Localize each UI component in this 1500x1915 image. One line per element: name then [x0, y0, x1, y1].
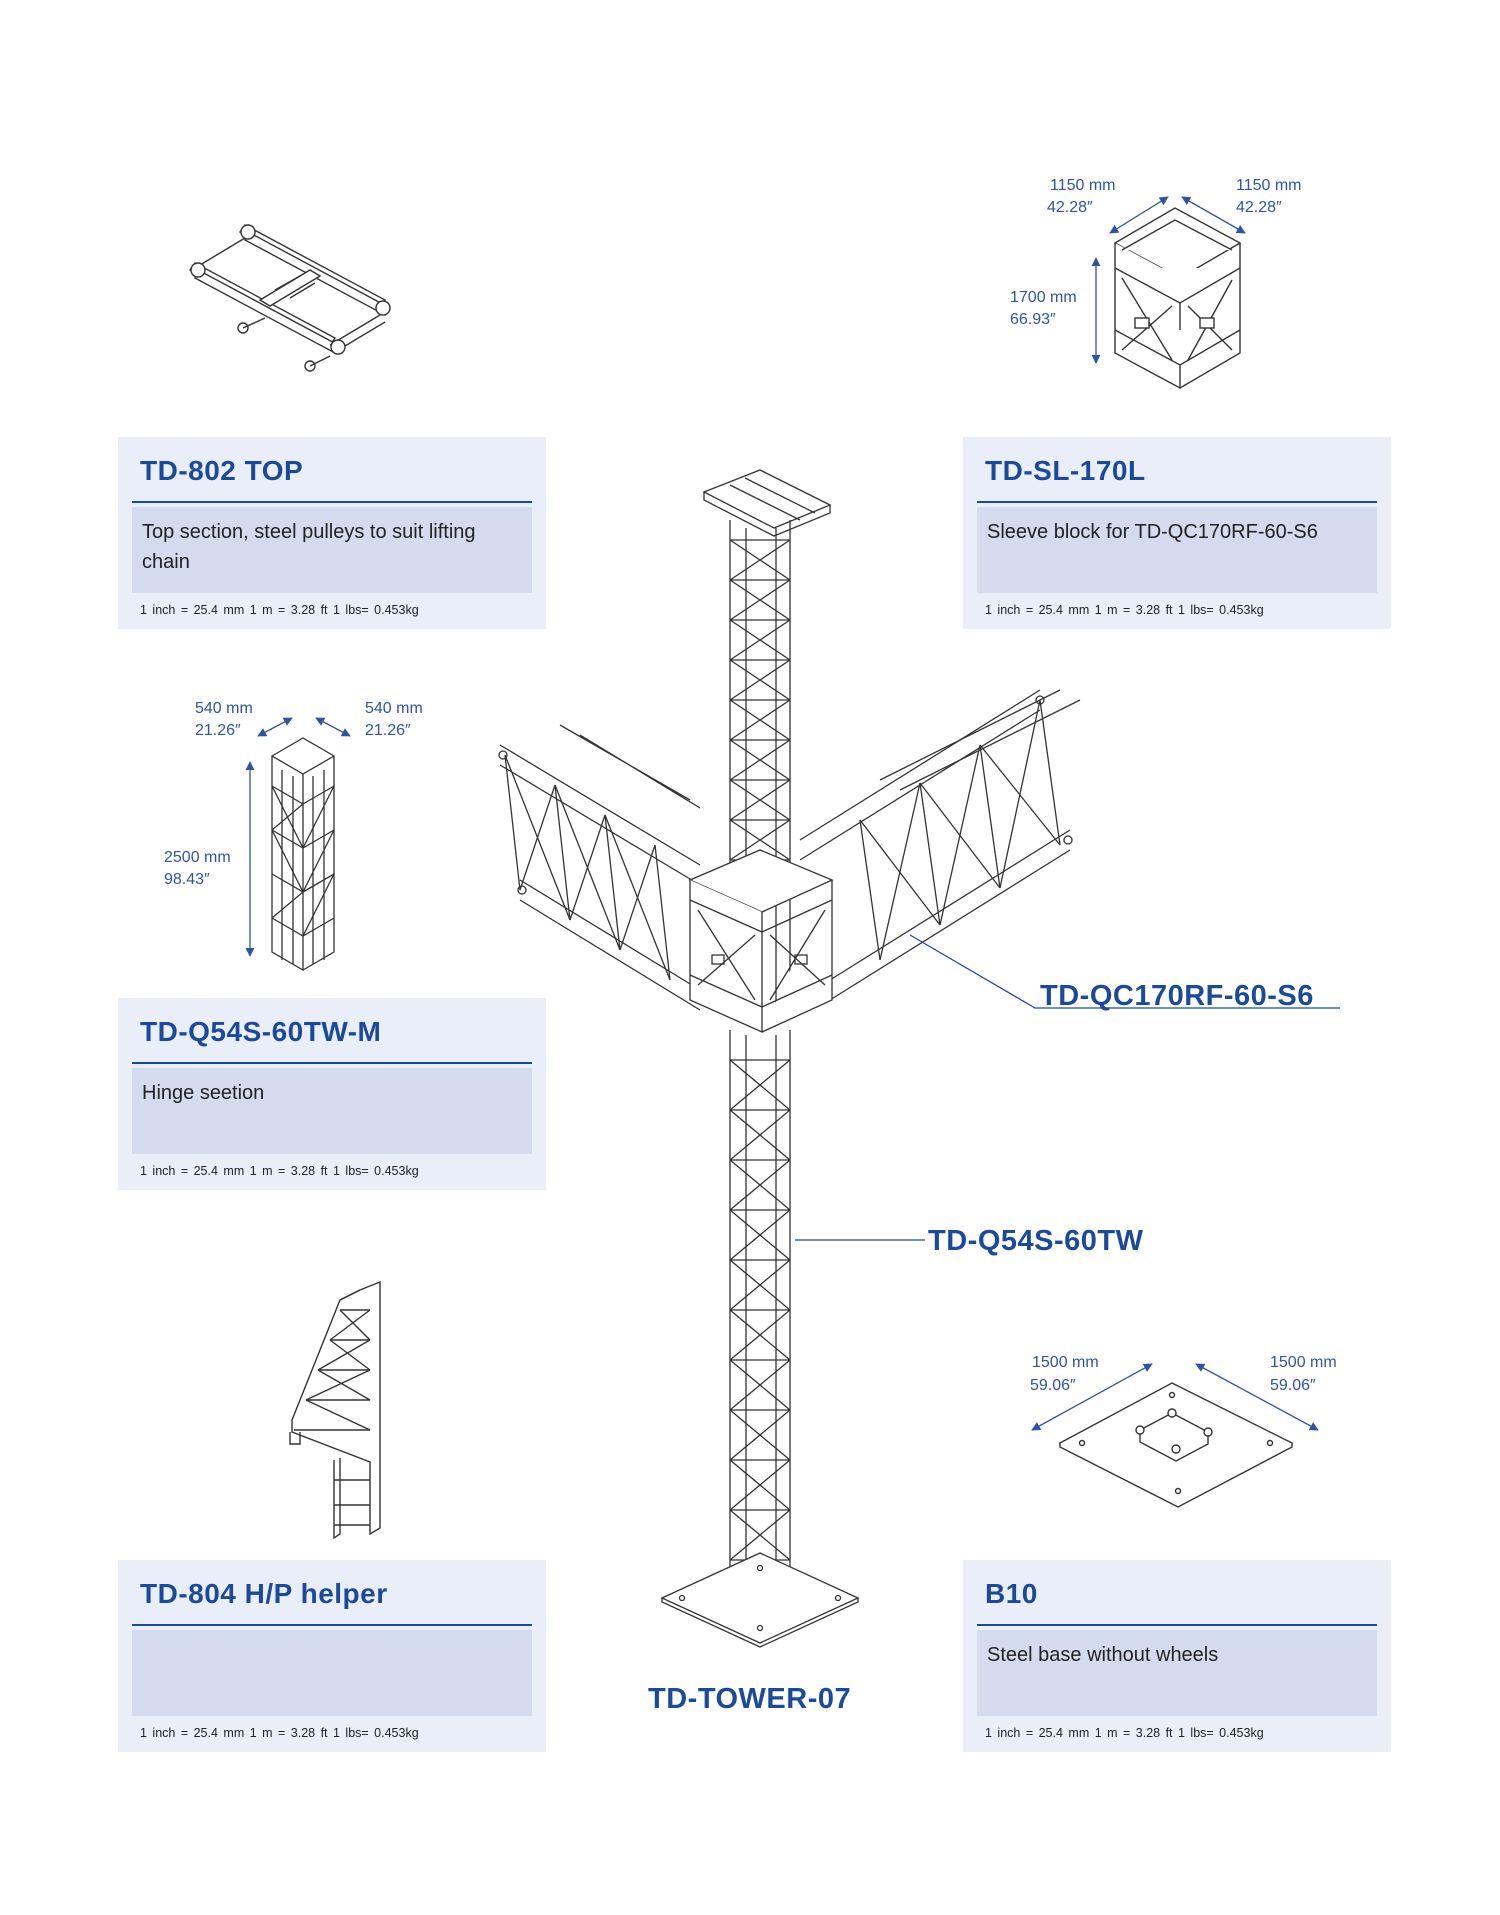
b10-dimensions — [1031, 1363, 1319, 1431]
card-description-box: Hinge seetion — [132, 1068, 532, 1154]
card-td-q54s-60tw-m: TD-Q54S-60TW-M Hinge seetion 1 inch = 25… — [118, 998, 546, 1190]
sleeve-width-in: 42.28″ — [1047, 199, 1093, 216]
card-description: Top section, steel pulleys to suit lifti… — [142, 521, 476, 573]
hinge-height-in: 98.43″ — [164, 871, 210, 888]
card-title: TD-804 H/P helper — [140, 1578, 388, 1609]
card-title: TD-802 TOP — [140, 455, 304, 486]
sleeve-depth-mm: 1150 mm — [1236, 177, 1302, 194]
base-depth-in: 59.06″ — [1270, 1377, 1316, 1394]
td-sl-170l-drawing — [1113, 207, 1242, 390]
card-description: Sleeve block for TD-QC170RF-60-S6 — [987, 521, 1318, 543]
card-description-box: Top section, steel pulleys to suit lifti… — [132, 507, 532, 593]
b10-drawing — [1058, 1382, 1294, 1508]
callout-td-q54s-60tw: TD-Q54S-60TW — [928, 1225, 1144, 1257]
tower-drawing — [498, 469, 1081, 1648]
card-rule — [132, 1624, 532, 1626]
card-units: 1 inch = 25.4 mm 1 m = 3.28 ft 1 lbs= 0.… — [140, 1726, 419, 1740]
base-depth-mm: 1500 mm — [1270, 1354, 1337, 1371]
card-title: B10 — [985, 1578, 1038, 1609]
hinge-width-in: 21.26″ — [195, 722, 241, 739]
card-description — [132, 1630, 532, 1640]
card-rule — [977, 501, 1377, 503]
callout-leaders — [795, 934, 1340, 1241]
base-width-in: 59.06″ — [1030, 1377, 1076, 1394]
card-td-sl-170l: TD-SL-170L Sleeve block for TD-QC170RF-6… — [963, 437, 1391, 629]
card-td-802-top: TD-802 TOP Top section, steel pulleys to… — [118, 437, 546, 629]
card-description: Hinge seetion — [142, 1082, 265, 1104]
sleeve-height-in: 66.93″ — [1010, 311, 1056, 328]
card-units: 1 inch = 25.4 mm 1 m = 3.28 ft 1 lbs= 0.… — [985, 1726, 1264, 1740]
card-units: 1 inch = 25.4 mm 1 m = 3.28 ft 1 lbs= 0.… — [985, 603, 1264, 617]
card-rule — [132, 501, 532, 503]
td-804-drawing — [289, 1280, 381, 1540]
callout-td-qc170rf-60-s6: TD-QC170RF-60-S6 — [1040, 980, 1314, 1012]
td-802-top-drawing — [188, 224, 392, 372]
card-td-804: TD-804 H/P helper 1 inch = 25.4 mm 1 m =… — [118, 1560, 546, 1752]
hinge-height-mm: 2500 mm — [164, 849, 231, 866]
card-description-box: Steel base without wheels — [977, 1630, 1377, 1716]
td-q54s-60tw-m-drawing — [270, 737, 336, 972]
card-title: TD-Q54S-60TW-M — [140, 1016, 382, 1047]
card-description-box — [132, 1630, 532, 1716]
hinge-depth-in: 21.26″ — [365, 722, 411, 739]
card-title: TD-SL-170L — [985, 455, 1146, 486]
sleeve-width-mm: 1150 mm — [1050, 177, 1116, 194]
card-description: Steel base without wheels — [987, 1644, 1219, 1666]
card-rule — [132, 1062, 532, 1064]
card-b10: B10 Steel base without wheels 1 inch = 2… — [963, 1560, 1391, 1752]
card-description-box: Sleeve block for TD-QC170RF-60-S6 — [977, 507, 1377, 593]
card-units: 1 inch = 25.4 mm 1 m = 3.28 ft 1 lbs= 0.… — [140, 1164, 419, 1178]
card-rule — [977, 1624, 1377, 1626]
hinge-dimensions — [245, 717, 351, 957]
sleeve-depth-in: 42.28″ — [1236, 199, 1282, 216]
base-width-mm: 1500 mm — [1032, 1354, 1099, 1371]
hinge-depth-mm: 540 mm — [365, 700, 423, 717]
card-units: 1 inch = 25.4 mm 1 m = 3.28 ft 1 lbs= 0.… — [140, 603, 419, 617]
hinge-width-mm: 540 mm — [195, 700, 253, 717]
sleeve-height-mm: 1700 mm — [1010, 289, 1077, 306]
callout-td-tower-07: TD-TOWER-07 — [648, 1683, 852, 1715]
td-sl-170l-dimensions — [1091, 196, 1246, 364]
